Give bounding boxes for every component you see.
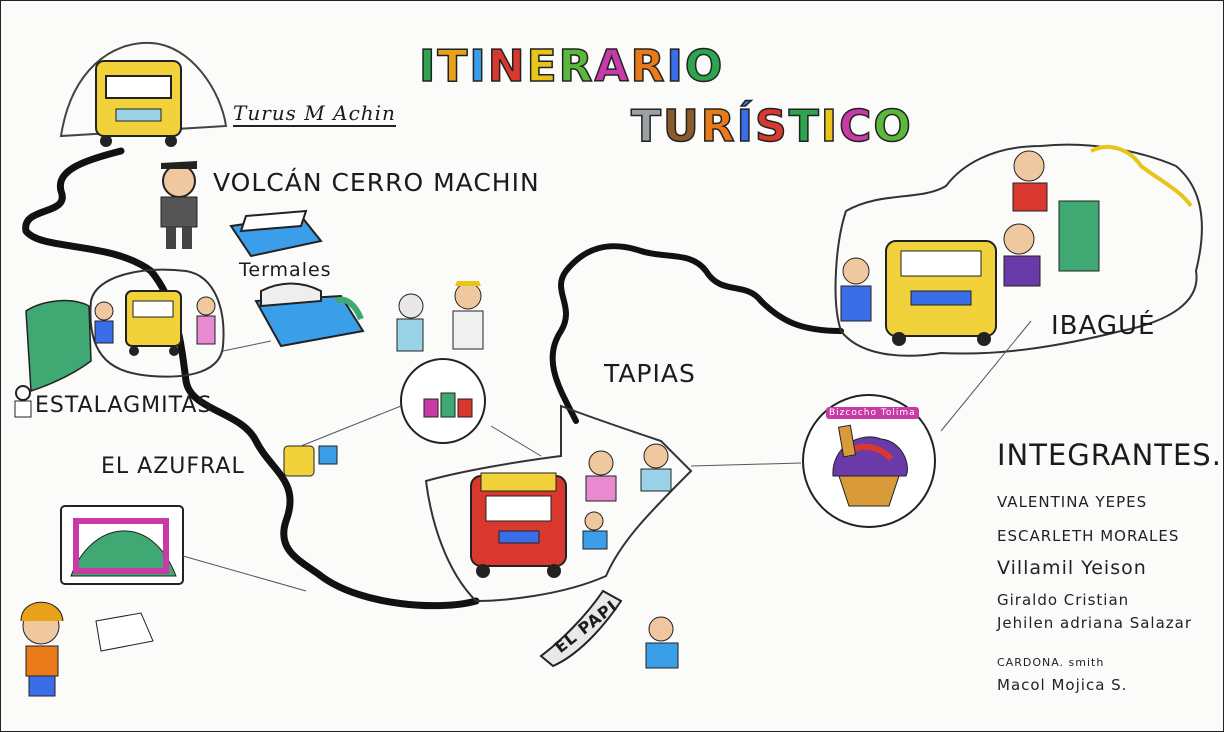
el-papi-person xyxy=(645,616,679,669)
main-road xyxy=(22,147,480,610)
connector-azufral xyxy=(182,555,307,592)
label-estalagmitas: ESTALAGMITAS xyxy=(35,393,213,418)
volcano-dome xyxy=(59,41,228,138)
title-letter: R xyxy=(700,100,737,153)
label-azufral: EL AZUFRAL xyxy=(101,454,245,479)
people-pair xyxy=(396,281,484,352)
connector-sign-azufral xyxy=(300,405,402,447)
ibague-yellow-path xyxy=(1090,145,1193,208)
title-letter: O xyxy=(873,100,913,153)
label-volcan: VOLCÁN CERRO MACHIN xyxy=(213,168,540,197)
connector-ibague-dessert xyxy=(940,320,1032,432)
region-tapias xyxy=(424,404,693,603)
title-letter: R xyxy=(558,40,595,93)
title-letter: T xyxy=(788,100,821,153)
label-termales: Termales xyxy=(239,259,332,281)
connector-tapias-dessert xyxy=(690,462,802,467)
title-letter: I xyxy=(820,100,840,153)
dessert-plate xyxy=(802,394,936,528)
integrante-name: CARDONA. smith xyxy=(997,656,1105,669)
title-letter: C xyxy=(838,100,874,153)
ibague-people xyxy=(840,150,1048,322)
title-letter: O xyxy=(684,40,725,93)
label-ibague: IBAGUÉ xyxy=(1051,311,1156,341)
stalagmite-icon xyxy=(14,385,32,418)
label-volcan-sign: Turus M Achin xyxy=(233,101,396,127)
title-letter: S xyxy=(754,100,789,153)
label-tapias: TAPIAS xyxy=(604,359,696,388)
connector-termales xyxy=(222,340,272,352)
integrante-name: Villamil Yeison xyxy=(997,557,1147,579)
kid-figure xyxy=(20,601,154,697)
title-letter: I xyxy=(666,40,685,93)
label-dessert-sign: Bizcocho Tolima xyxy=(826,407,919,419)
integrante-name: VALENTINA YEPES xyxy=(997,493,1148,511)
volcano-bus xyxy=(95,60,182,147)
title-letter: T xyxy=(630,100,664,153)
river-road xyxy=(549,243,844,424)
title-letter: N xyxy=(487,40,527,93)
title-letter: T xyxy=(437,40,470,93)
title-line-1: ITINERARIO xyxy=(418,40,725,93)
tapias-people xyxy=(582,443,672,550)
title-line-2: TURÍSTICO xyxy=(630,100,913,153)
title-letter: A xyxy=(594,40,631,93)
azufral-bus xyxy=(283,445,338,477)
region-estalagmitas xyxy=(89,268,225,378)
ibague-green-building xyxy=(1058,200,1100,272)
integrantes-heading: INTEGRANTES.: xyxy=(997,438,1224,472)
termales-pool-top xyxy=(229,209,323,258)
integrante-name: Jehilen adriana Salazar xyxy=(997,614,1193,632)
title-letter: R xyxy=(630,40,667,93)
tourist-figure-volcano xyxy=(160,161,198,249)
estalagmitas-people xyxy=(94,296,216,345)
integrante-name: Giraldo Cristian xyxy=(997,591,1130,609)
integrante-name: ESCARLETH MORALES xyxy=(997,527,1180,545)
ibague-bus xyxy=(885,240,997,346)
title-letter: U xyxy=(662,100,701,153)
title-letter: E xyxy=(526,40,559,93)
integrante-name: Macol Mojica S. xyxy=(997,676,1128,694)
connector-sign-tapias xyxy=(490,425,542,457)
title-letter: Í xyxy=(736,100,756,153)
title-letter: I xyxy=(418,40,438,93)
tapias-bus xyxy=(470,472,567,578)
region-ibague xyxy=(834,143,1203,357)
termales-pool-bottom xyxy=(254,282,365,348)
route-sign-circle xyxy=(400,358,486,444)
title-letter: I xyxy=(469,40,488,93)
green-area xyxy=(25,299,92,393)
el-papi-tube xyxy=(539,589,623,668)
estalagmitas-bus xyxy=(125,290,182,356)
azufral-picture xyxy=(60,505,184,585)
